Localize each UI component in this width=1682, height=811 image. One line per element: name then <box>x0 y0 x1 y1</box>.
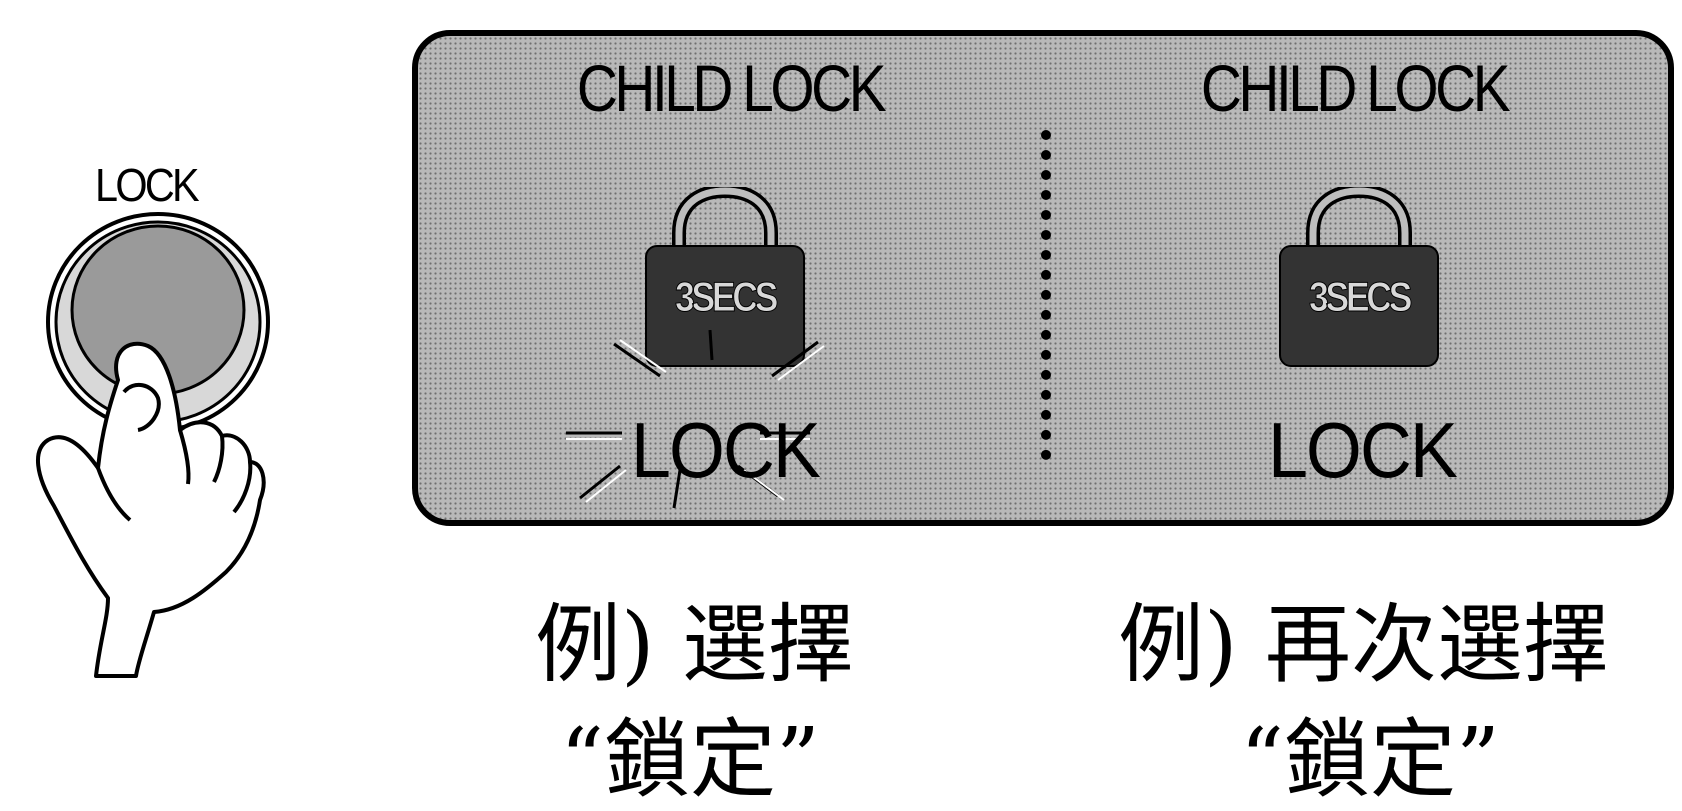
right-panel-title: CHILD LOCK <box>1200 51 1511 125</box>
right-caption-line2: “鎖定” <box>1240 710 1500 810</box>
padlock-body <box>1279 245 1439 367</box>
lock-button[interactable] <box>0 0 400 811</box>
shackle <box>1306 187 1412 255</box>
padlock-body <box>645 245 805 367</box>
left-lock-indicator: LOCK <box>630 406 821 494</box>
left-caption-line2: “鎖定” <box>560 710 820 810</box>
padlock-icon: 3SECS <box>1279 187 1439 377</box>
hand-pressing-icon <box>35 341 266 678</box>
right-lock-indicator: LOCK <box>1267 406 1458 494</box>
panel-divider <box>1041 130 1051 460</box>
left-panel-title: CHILD LOCK <box>576 51 887 125</box>
blink-rays-icon <box>566 330 825 509</box>
right-caption-line1: 例) 再次選擇 <box>1118 595 1609 695</box>
left-caption-line1: 例) 選擇 <box>535 595 854 695</box>
padlock-icon: 3SECS <box>645 187 805 377</box>
button-ring <box>46 212 270 432</box>
lock-button-label: LOCK <box>95 159 200 211</box>
padlock-text: 3SECS <box>1308 273 1413 321</box>
padlock-text: 3SECS <box>674 273 779 321</box>
shackle <box>672 187 778 255</box>
